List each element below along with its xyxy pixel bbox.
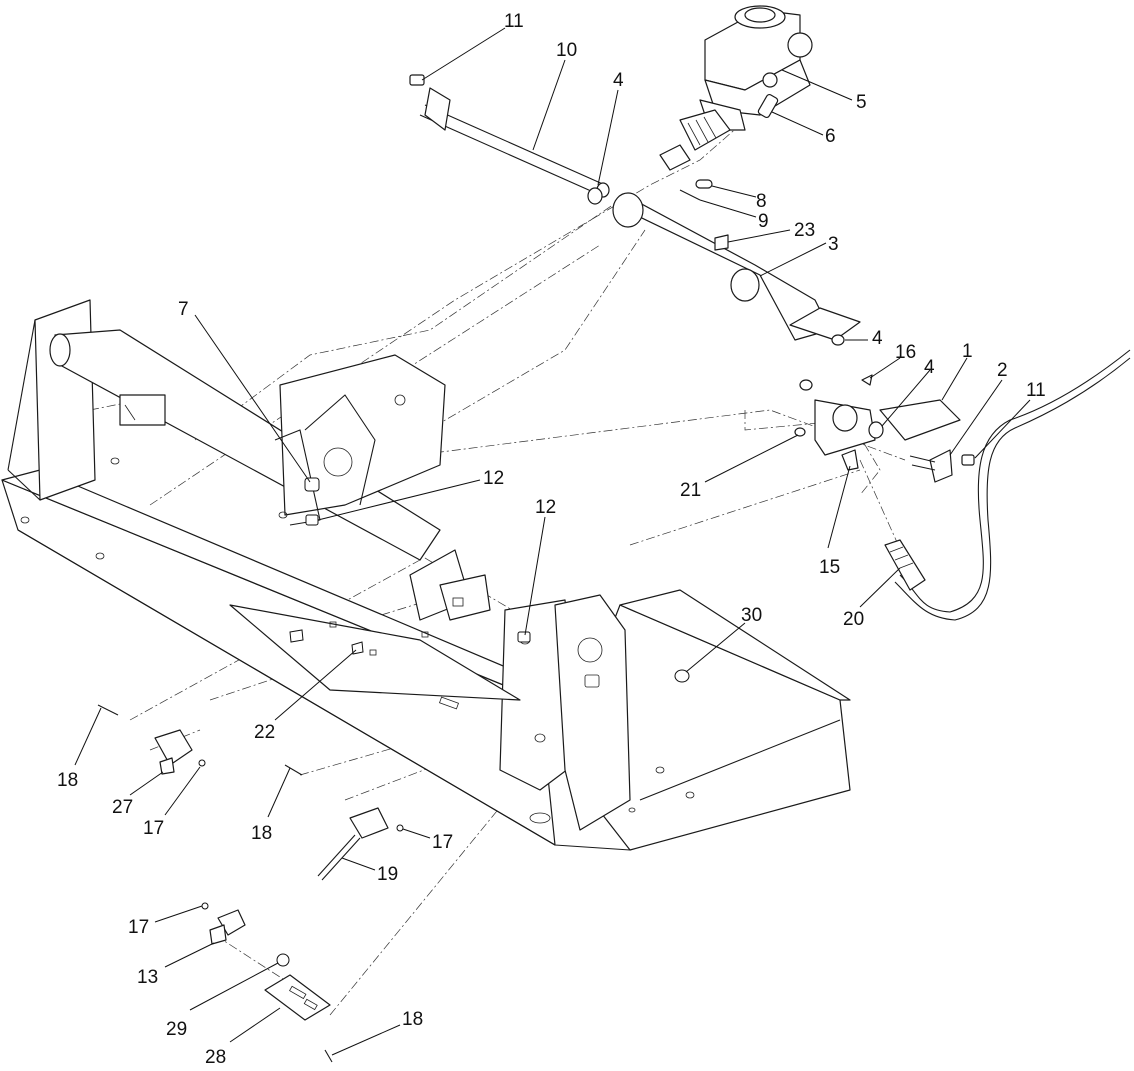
callout-5: 5 [856,92,867,113]
callout-18-left: 18 [57,770,78,791]
callout-21: 21 [680,480,701,501]
callout-27: 27 [112,797,133,818]
callout-9: 9 [758,211,769,232]
callout-labels: 11 10 4 5 6 8 9 23 3 4 7 16 4 1 2 11 12 … [57,11,1046,1068]
callout-18-middle: 18 [251,823,272,844]
callout-29: 29 [166,1019,187,1040]
callout-16: 16 [895,342,916,363]
brake-pedal-3 [612,192,861,346]
callout-4-right: 4 [924,357,935,378]
callout-15: 15 [819,557,840,578]
callout-22: 22 [254,722,275,743]
callout-13: 13 [137,967,158,988]
main-frame [1,299,851,851]
callout-2: 2 [997,360,1008,381]
callout-30: 30 [741,605,762,626]
callout-7: 7 [178,299,189,320]
callout-11-right: 11 [1026,380,1046,401]
callout-12-center: 12 [535,497,556,518]
leader-lines [74,27,1031,1056]
callout-11-top: 11 [504,11,524,32]
pedal-shaft-10 [409,74,610,205]
callout-1: 1 [962,341,973,362]
callout-19: 19 [377,864,398,885]
hardware-small [97,477,690,1063]
callout-4-shaft: 4 [613,70,624,91]
callout-20: 20 [843,609,864,630]
pedal-assembly-1 [794,374,975,483]
callout-18-bottom: 18 [402,1009,423,1030]
callout-12-left: 12 [483,468,504,489]
callout-8: 8 [756,191,767,212]
callout-17-bottom: 17 [128,917,149,938]
master-cylinder-assembly [659,5,813,201]
callout-3: 3 [828,234,839,255]
callout-23: 23 [794,220,815,241]
callout-10: 10 [556,40,577,61]
callout-17-left: 17 [143,818,164,839]
callout-6: 6 [825,126,836,147]
callout-4-pedal: 4 [872,328,883,349]
cable-20 [884,349,1131,621]
callout-28: 28 [205,1047,226,1068]
callout-17-middle: 17 [432,832,453,853]
